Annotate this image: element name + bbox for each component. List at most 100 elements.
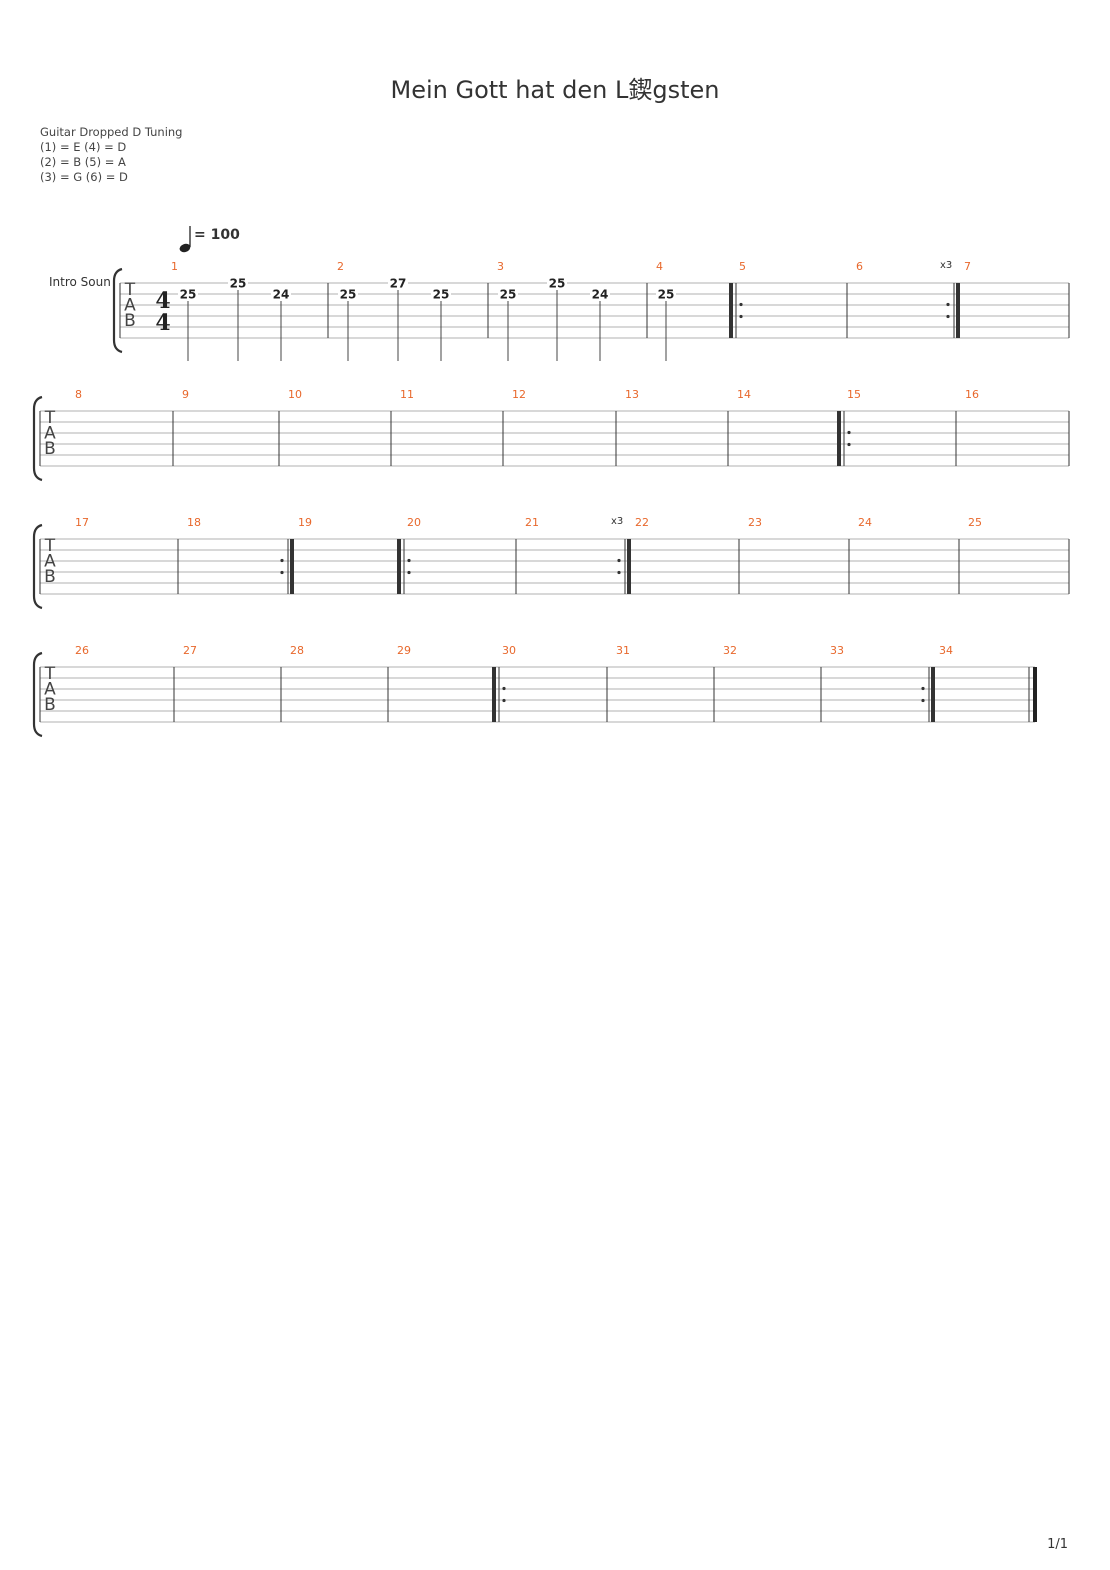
measure-number: 32 [723,644,737,657]
measure-number: 15 [847,388,861,401]
fret-background [271,287,291,300]
repeat-start-thick-bar [729,283,733,338]
tab-clef-letter: A [44,552,56,572]
fret-number: 24 [592,288,609,302]
measure-number: 24 [858,516,872,529]
repeat-dot [739,302,743,307]
repeat-start-thick-bar [492,667,496,722]
repeat-start-thick-bar [397,539,401,594]
repeat-dot [617,570,621,575]
track-label: Intro Soun [49,275,111,289]
repeat-dot [921,698,925,703]
measure-number: 11 [400,388,414,401]
repeat-dot [946,314,950,319]
repeat-end-thick-bar [931,667,935,722]
tab-clef-letter: B [124,311,136,331]
tuning-line: (1) = E (4) = D [40,140,127,154]
repeat-dot [921,686,925,691]
tempo-quarter-note-icon [179,243,191,253]
system-bracket [32,395,43,482]
fret-number: 25 [433,288,450,302]
measure-number: 20 [407,516,421,529]
measure-number: 26 [75,644,89,657]
fret-number: 25 [658,288,675,302]
final-thick-bar [1033,667,1037,722]
measure-number: 5 [739,260,746,273]
measure-number: 30 [502,644,516,657]
repeat-dot [739,314,743,319]
measure-number: 3 [497,260,504,273]
tuning-line: (2) = B (5) = A [40,155,126,169]
tab-clef-letter: A [44,424,56,444]
measure-number: 10 [288,388,302,401]
measure-number: 2 [337,260,344,273]
repeat-end-thick-bar [956,283,960,338]
fret-background [388,276,408,289]
measure-number: 34 [939,644,953,657]
measure-number: 27 [183,644,197,657]
repeat-count: x3 [611,516,623,527]
measure-number: 16 [965,388,979,401]
repeat-count: x3 [940,260,952,271]
fret-background [228,276,248,289]
measure-number: 23 [748,516,762,529]
measure-number: 7 [964,260,971,273]
repeat-end-thick-bar [290,539,294,594]
fret-background [547,276,567,289]
measure-number: 29 [397,644,411,657]
measure-number: 8 [75,388,82,401]
repeat-dot [407,558,411,563]
measure-number: 9 [182,388,189,401]
repeat-dot [407,570,411,575]
tab-clef-letter: T [124,280,136,300]
fret-number: 25 [180,288,197,302]
fret-number: 25 [340,288,357,302]
tab-clef-letter: B [44,439,56,459]
measure-number: 31 [616,644,630,657]
repeat-dot [617,558,621,563]
fret-number: 25 [230,277,247,291]
fret-number: 24 [273,288,290,302]
repeat-dot [280,558,284,563]
tab-clef-letter: B [44,695,56,715]
system-bracket [32,651,43,738]
measure-number: 18 [187,516,201,529]
fret-number: 27 [390,277,407,291]
tab-clef-letter: B [44,567,56,587]
tab-clef-letter: T [44,536,56,556]
fret-background [498,287,518,300]
measure-number: 17 [75,516,89,529]
system-bracket [112,267,123,354]
tuning-info: Guitar Dropped D Tuning (1) = E (4) = D … [40,125,182,185]
tab-clef-letter: T [44,664,56,684]
page-number: 1/1 [1047,1537,1068,1552]
measure-number: 6 [856,260,863,273]
tab-clef-letter: A [44,680,56,700]
measure-number: 22 [635,516,649,529]
tab-clef-letter: A [124,296,136,316]
measure-number: 4 [656,260,663,273]
tuning-name: Guitar Dropped D Tuning [40,125,183,139]
measure-number: 21 [525,516,539,529]
repeat-dot [847,430,851,435]
measure-number: 33 [830,644,844,657]
tuning-line: (3) = G (6) = D [40,170,128,184]
repeat-dot [502,698,506,703]
fret-number: 25 [500,288,517,302]
measure-number: 28 [290,644,304,657]
system-bracket [32,523,43,610]
repeat-dot [847,442,851,447]
measure-number: 13 [625,388,639,401]
tempo-value: = 100 [194,227,240,243]
score-title: Mein Gott hat den L鍥gsten [390,76,720,104]
repeat-end-thick-bar [627,539,631,594]
measure-number: 25 [968,516,982,529]
fret-background [590,287,610,300]
measure-number: 1 [171,260,178,273]
repeat-start-thick-bar [837,411,841,466]
repeat-dot [502,686,506,691]
time-signature-numerator: 4 [155,288,170,314]
fret-number: 25 [549,277,566,291]
tab-clef-letter: T [44,408,56,428]
